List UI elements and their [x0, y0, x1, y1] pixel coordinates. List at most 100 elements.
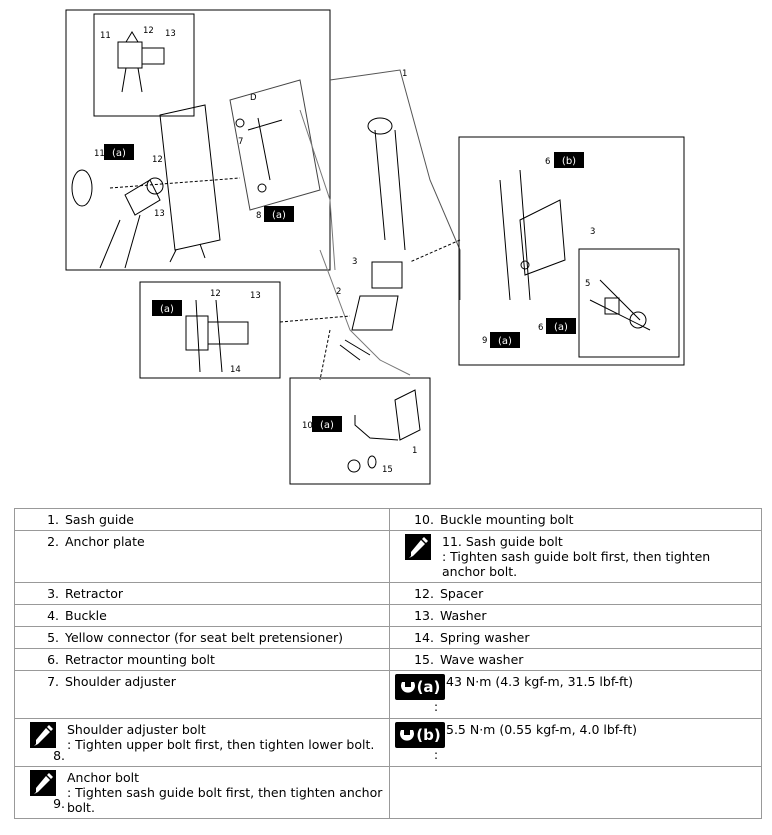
callout-6b: 6 [538, 323, 543, 333]
legend-number: 12. [414, 586, 434, 601]
legend-cell-right: 14. Spring washer [389, 626, 762, 649]
torque-value: 43 N·m (4.3 kgf-m, 31.5 lbf-ft) [446, 674, 634, 689]
inset-bolt-detail [93, 13, 195, 117]
torque-badge-a-shoulder: (a) [104, 144, 134, 160]
callout-9: 9 [482, 336, 487, 346]
legend-note: : Tighten sash guide bolt first, then ti… [442, 549, 711, 579]
legend-cell-right: 11. Sash guide bolt: Tighten sash guide … [389, 530, 762, 583]
legend-row: 3. Retractor 12. Spacer [14, 582, 762, 605]
legend-number: 2. [47, 534, 59, 549]
legend-text: Spring washer [440, 630, 530, 645]
callout-13c: 13 [250, 291, 261, 301]
callout-6: 6 [545, 157, 550, 167]
legend-cell-left: 9.Anchor bolt: Tighten sash guide bolt f… [14, 766, 390, 819]
torque-badge-a-adjuster: (a) [264, 206, 294, 222]
callout-10: 10 [302, 421, 313, 431]
wrench-pencil-icon [30, 770, 56, 796]
svg-text:(a): (a) [320, 420, 334, 431]
legend-row: 1. Sash guide 10. Buckle mounting bolt [14, 508, 762, 531]
legend-text: Retractor [65, 586, 124, 601]
legend-text: Yellow connector (for seat belt pretensi… [65, 630, 344, 645]
legend-number: 5. [47, 630, 59, 645]
legend-cell-right: 10. Buckle mounting bolt [389, 508, 762, 531]
legend-row: 5. Yellow connector (for seat belt preten… [14, 626, 762, 649]
torque-value: 5.5 N·m (0.55 kgf-m, 4.0 lbf-ft) [446, 722, 637, 737]
legend-text: Anchor plate [65, 534, 145, 549]
callout-12b: 12 [152, 155, 163, 165]
legend-number: 3. [47, 586, 59, 601]
legend-title: Sash guide bolt [465, 534, 563, 549]
svg-text:(a): (a) [272, 210, 286, 221]
legend-number: 10. [414, 512, 434, 527]
callout-3: 3 [352, 257, 357, 267]
legend-number: 14. [414, 630, 434, 645]
legend-number: 15. [414, 652, 434, 667]
callout-3b: 3 [590, 227, 595, 237]
legend-text: Spacer [440, 586, 484, 601]
legend-row: 8.Shoulder adjuster bolt: Tighten upper … [14, 718, 762, 767]
wrench-pencil-icon [405, 534, 431, 560]
callout-13b: 13 [154, 209, 165, 219]
callout-12c: 12 [210, 289, 221, 299]
torque-wrench-icon [400, 730, 415, 741]
callout-11: 11 [100, 31, 111, 41]
legend-number: 7. [47, 674, 59, 689]
callout-1b: 1 [412, 446, 417, 456]
legend-cell-right: 13. Washer [389, 604, 762, 627]
legend-number: 9. [53, 796, 65, 811]
torque-badge-a-anchor-bolt: (a) [490, 332, 520, 348]
callout-2: 2 [336, 287, 341, 297]
legend-text: Buckle mounting bolt [440, 512, 574, 527]
callout-15: 15 [382, 465, 393, 475]
legend-number: 11. [442, 534, 462, 549]
legend-cell-left: 7. Shoulder adjuster [14, 670, 390, 719]
legend-note: : Tighten sash guide bolt first, then ti… [67, 785, 383, 815]
legend-row: 9.Anchor bolt: Tighten sash guide bolt f… [14, 766, 762, 819]
legend-text: Washer [440, 608, 487, 623]
legend-table: 1. Sash guide 10. Buckle mounting bolt 2. Anc… [14, 508, 762, 819]
svg-text:(a): (a) [554, 322, 568, 333]
legend-cell-right [389, 766, 762, 819]
legend-cell-left: 6.Retractor mounting bolt [14, 648, 390, 671]
detail-box-anchor [139, 281, 281, 379]
legend-cell-right: 12. Spacer [389, 582, 762, 605]
legend-number: 8. [53, 748, 65, 763]
legend-number: 13. [414, 608, 434, 623]
wrench-pencil-icon [30, 722, 56, 748]
seat-belt-exploded-diagram: (a) (a) (a) (b) (a) (a) (a) 11 12 13 11 … [65, 9, 685, 485]
legend-note: : Tighten upper bolt first, then tighten… [67, 737, 375, 752]
legend-number: 1. [47, 512, 59, 527]
callout-5: 5 [585, 279, 590, 289]
legend-title: Anchor bolt [67, 770, 139, 785]
torque-badge-a-buckle: (a) [312, 416, 342, 432]
torque-badge-a-retractor-low: (a) [546, 318, 576, 334]
legend-text: Buckle [65, 608, 107, 623]
detail-box-shoulder [65, 9, 331, 271]
callout-1: 1 [402, 69, 407, 79]
callout-12: 12 [143, 26, 154, 36]
legend-text: Wave washer [440, 652, 524, 667]
legend-cell-left: 1. Sash guide [14, 508, 390, 531]
legend-cell-right: (a):43 N·m (4.3 kgf-m, 31.5 lbf-ft) [389, 670, 762, 719]
torque-badge: (b) [395, 722, 445, 748]
torque-badge-a-anchor: (a) [152, 300, 182, 316]
legend-cell-left: 5. Yellow connector (for seat belt preten… [14, 626, 390, 649]
legend-number: 6. [47, 652, 59, 667]
torque-wrench-icon [400, 682, 415, 693]
legend-row: 2. Anchor plate 11. Sash guide bolt: Tight… [14, 530, 762, 583]
callout-8: 8 [256, 211, 261, 221]
legend-text: Sash guide [65, 512, 134, 527]
detail-box-buckle [289, 377, 431, 485]
svg-text:(a): (a) [112, 148, 126, 159]
legend-text: Shoulder adjuster [65, 674, 176, 689]
legend-cell-left: 3. Retractor [14, 582, 390, 605]
legend-row: 7. Shoulder adjuster (a):43 N·m (4.3 kgf-m… [14, 670, 762, 719]
legend-title: Shoulder adjuster bolt [67, 722, 206, 737]
legend-row: 6.Retractor mounting bolt 15. Wave washer [14, 648, 762, 671]
svg-text:(a): (a) [160, 304, 174, 315]
callout-7: 7 [238, 137, 243, 147]
legend-cell-right: (b):5.5 N·m (0.55 kgf-m, 4.0 lbf-ft) [389, 718, 762, 767]
legend-cell-right: 15. Wave washer [389, 648, 762, 671]
svg-text:(a): (a) [498, 336, 512, 347]
